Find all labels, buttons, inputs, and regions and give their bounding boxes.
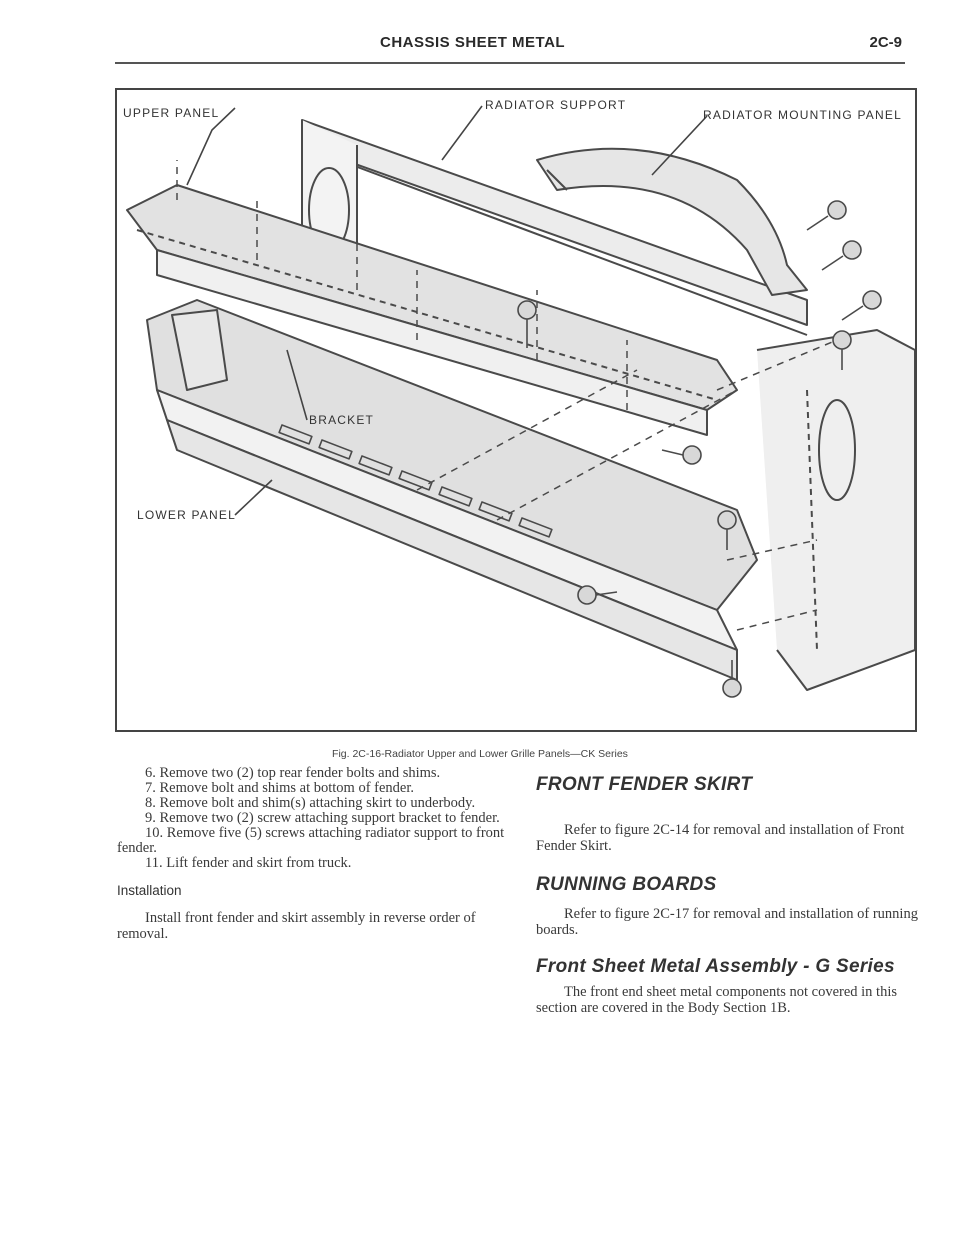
page-title: CHASSIS SHEET METAL — [380, 34, 566, 51]
g-series-heading: Front Sheet Metal Assembly - G Series — [536, 956, 895, 977]
figure-illustration: UPPER PANEL RADIATOR SUPPORT RADIATOR MO… — [115, 88, 917, 732]
step-9: 9. Remove two (2) screw attaching suppor… — [145, 810, 500, 826]
running-boards-text: Refer to figure 2C-17 for removal and in… — [536, 906, 918, 938]
step-10: 10. Remove five (5) screws attaching rad… — [117, 825, 505, 856]
installation-text: Install front fender and skirt assembly … — [117, 910, 476, 942]
page-number: 2C-9 — [869, 34, 902, 51]
callout-radiator-support: RADIATOR SUPPORT — [485, 98, 627, 112]
step-6: 6. Remove two (2) top rear fender bolts … — [145, 765, 441, 781]
callout-upper-panel: UPPER PANEL — [123, 106, 220, 120]
g-series-text: The front end sheet metal components not… — [536, 984, 898, 1016]
figure-caption: Fig. 2C-16-Radiator Upper and Lower Gril… — [332, 748, 628, 760]
running-boards-heading: RUNNING BOARDS — [536, 874, 717, 895]
page-header: CHASSIS SHEET METAL 2C-9 — [0, 30, 960, 56]
step-8: 8. Remove bolt and shim(s) attaching ski… — [145, 795, 476, 811]
grille-panels-illustration — [126, 105, 915, 698]
callout-radiator-mounting-panel: RADIATOR MOUNTING PANEL — [703, 108, 902, 122]
front-fender-skirt-text: Refer to figure 2C-14 for removal and in… — [536, 822, 905, 854]
right-column: FRONT FENDER SKIRT Refer to figure 2C-14… — [536, 774, 924, 1016]
installation-heading: Installation — [117, 883, 182, 898]
header-rule — [115, 62, 905, 64]
step-11: 11. Lift fender and skirt from truck. — [145, 855, 352, 871]
front-fender-skirt-heading: FRONT FENDER SKIRT — [536, 774, 753, 795]
step-7: 7. Remove bolt and shims at bottom of fe… — [145, 780, 415, 796]
callout-bracket: BRACKET — [309, 413, 375, 427]
left-column: 6. Remove two (2) top rear fender bolts … — [117, 765, 505, 943]
callout-lower-panel: LOWER PANEL — [137, 508, 236, 522]
